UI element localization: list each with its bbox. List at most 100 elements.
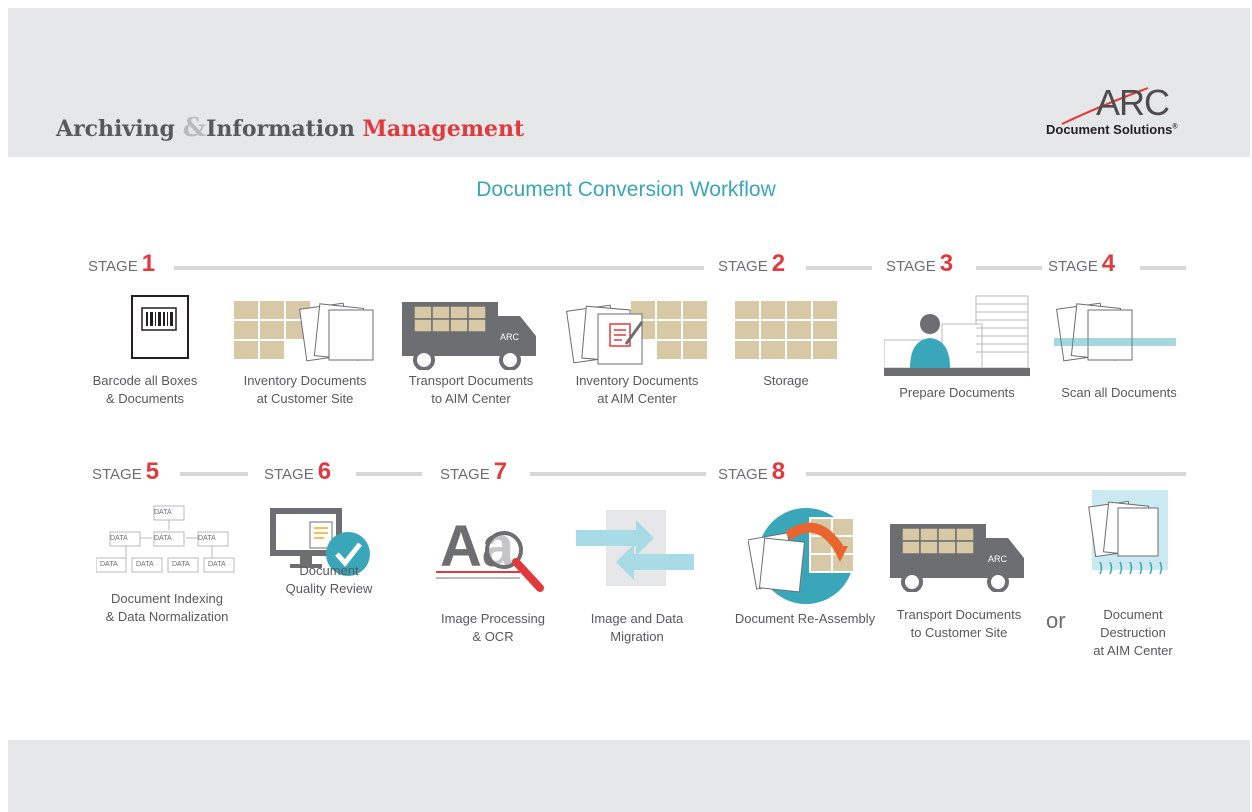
stage-7-line <box>530 472 706 476</box>
destruction-icon <box>1088 490 1168 575</box>
stage-8-line <box>806 472 1186 476</box>
brand-word-management: Management <box>362 116 525 142</box>
label-line: Document <box>1103 607 1163 622</box>
stage-word: STAGE <box>88 258 138 275</box>
logo-subtitle-text: Document Solutions <box>1046 122 1173 137</box>
boxes-documents-icon <box>233 300 374 362</box>
data-box-label: DATA <box>100 561 118 568</box>
step-ocr-label: Image Processing & OCR <box>418 610 568 646</box>
logo-swoosh-icon <box>1061 87 1149 125</box>
data-box-label: DATA <box>198 535 216 542</box>
label-line: Storage <box>763 373 809 388</box>
stage-number: 2 <box>771 250 786 277</box>
data-box-label: DATA <box>172 561 190 568</box>
data-box-label: DATA <box>208 561 226 568</box>
brand-title: Archiving &Information Management <box>56 113 524 143</box>
label-line: Transport Documents <box>408 373 534 388</box>
stage-word: STAGE <box>718 466 768 483</box>
stage-number: 1 <box>141 250 156 277</box>
label-line: & Data Normalization <box>105 609 229 624</box>
reassembly-icon <box>748 508 855 604</box>
storage-icon <box>734 300 838 361</box>
label-line: & OCR <box>472 629 514 644</box>
logo-subtitle: Document Solutions® <box>1046 122 1178 137</box>
label-line: Document Indexing <box>110 591 223 606</box>
step-reassembly-label: Document Re-Assembly <box>730 610 880 628</box>
label-line: Transport Documents <box>896 607 1022 622</box>
truck-arc-label: ARC <box>500 332 520 342</box>
step-transport-customer-label: Transport Documents to Customer Site <box>884 606 1034 642</box>
inventory-aim-icon <box>566 300 709 365</box>
step-scan-label: Scan all Documents <box>1044 384 1194 402</box>
label-line: Document Re-Assembly <box>734 611 876 626</box>
label-line: & Documents <box>105 391 185 406</box>
data-box-label: DATA <box>110 535 128 542</box>
stage-4-line <box>1140 266 1186 270</box>
stage-number: 5 <box>145 458 160 485</box>
label-line: Quality Review <box>285 581 373 596</box>
quality-review-icon <box>270 508 370 576</box>
stage-word: STAGE <box>440 466 490 483</box>
label-line: Inventory Documents <box>243 373 367 388</box>
data-box-label: DATA <box>154 509 172 516</box>
page-title: Document Conversion Workflow <box>476 178 776 201</box>
label-line: to AIM Center <box>431 391 511 406</box>
label-line: Destruction <box>1100 625 1166 640</box>
label-line: Image and Data <box>590 611 684 626</box>
stage-number: 3 <box>939 250 954 277</box>
label-line: at AIM Center <box>1093 643 1173 658</box>
stage-word: STAGE <box>92 466 142 483</box>
label-line: to Customer Site <box>910 625 1008 640</box>
stage-word: STAGE <box>886 258 936 275</box>
stage-number: 4 <box>1101 250 1116 277</box>
logo-name: ARC <box>1096 82 1170 123</box>
arc-logo: ARC Document Solutions® <box>1040 82 1210 152</box>
step-barcode-label: Barcode all Boxes & Documents <box>70 372 220 408</box>
scan-icon <box>1054 302 1176 362</box>
ocr-magnifier-icon: Aa <box>436 516 544 592</box>
data-box-label: DATA <box>136 561 154 568</box>
stage-6-line <box>356 472 422 476</box>
stage-5-line <box>180 472 248 476</box>
brand-word-information: Information <box>206 116 355 142</box>
brand-word-archiving: Archiving <box>56 116 175 142</box>
label-line: Migration <box>610 629 664 644</box>
brand-ampersand: & <box>182 113 207 143</box>
label-line: Scan all Documents <box>1061 385 1177 400</box>
stage-3-line <box>976 266 1042 270</box>
migration-arrows-icon <box>576 510 694 586</box>
data-box-label: DATA <box>154 535 172 542</box>
data-indexing-icon <box>96 505 235 573</box>
stage-word: STAGE <box>264 466 314 483</box>
label-line: at Customer Site <box>256 391 354 406</box>
stage-word: STAGE <box>1048 258 1098 275</box>
prepare-documents-icon <box>884 295 1030 376</box>
label-line: Barcode all Boxes <box>92 373 198 388</box>
barcode-icon <box>131 295 189 359</box>
label-line: Document <box>299 563 359 578</box>
truck-icon <box>890 524 1024 592</box>
label-line: Inventory Documents <box>575 373 699 388</box>
label-line: at AIM Center <box>597 391 677 406</box>
stage-number: 6 <box>317 458 332 485</box>
step-indexing-label: Document Indexing & Data Normalization <box>92 590 242 626</box>
truck-arc-label: ARC <box>988 554 1008 564</box>
step-inventory-customer-label: Inventory Documents at Customer Site <box>230 372 380 408</box>
label-line: Image Processing <box>440 611 546 626</box>
truck-icon <box>402 302 536 370</box>
stage-2-line <box>806 266 872 270</box>
step-inventory-aim-label: Inventory Documents at AIM Center <box>562 372 712 408</box>
header-band <box>8 8 1250 157</box>
footer-band <box>8 740 1250 812</box>
